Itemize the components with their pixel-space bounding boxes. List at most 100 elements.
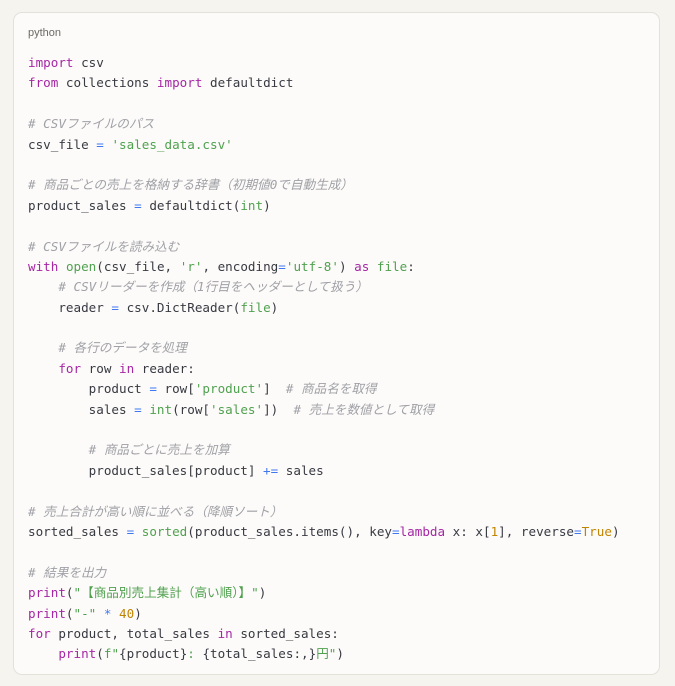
code-block: python import csv from collections import… (13, 12, 660, 675)
code-token: row (81, 360, 120, 376)
code-token: lambda (399, 523, 446, 539)
code-token: print (28, 585, 66, 601)
code-token: = (149, 381, 157, 397)
code-line (28, 94, 620, 114)
code-token: in (217, 625, 233, 641)
code-token: defaultdict( (141, 197, 241, 213)
code-token: sorted_sales: (232, 625, 339, 641)
code-token: 'sales_data.csv' (111, 136, 233, 152)
code-token: 'sales' (210, 401, 264, 417)
code-language-label: python (28, 27, 62, 39)
code-token: product_sales[product] (28, 462, 264, 478)
code-line: # 売上合計が高い順に並べる（降順ソート） (28, 502, 620, 522)
code-line: import csv (28, 53, 620, 73)
code-token: import (156, 75, 203, 91)
code-token: 円" (316, 646, 337, 662)
code-token (28, 279, 58, 294)
code-token: product_sales (28, 197, 135, 213)
code-line (28, 216, 620, 236)
code-token: = (134, 401, 142, 417)
code-token: sorted (141, 523, 188, 539)
code-comment: # CSVリーダーを作成（1行目をヘッダーとして扱う） (58, 279, 368, 295)
code-token: ( (65, 605, 74, 621)
code-token: for (28, 625, 51, 641)
code-token (28, 340, 58, 355)
code-comment: # 結果を出力 (28, 564, 107, 580)
code-line: for product, total_sales in sorted_sales… (28, 624, 620, 644)
code-token: ], reverse (498, 523, 574, 539)
code-token: 1 (490, 523, 499, 539)
code-token: in (119, 360, 135, 376)
code-token: = (96, 136, 104, 152)
code-token: ] (263, 381, 286, 397)
code-token: ( (96, 646, 104, 662)
code-line (28, 155, 620, 175)
code-token: defaultdict (202, 75, 294, 91)
code-token: ]) (263, 401, 294, 417)
code-token: as (354, 258, 370, 274)
code-token: = (134, 197, 142, 213)
code-token: "【商品別売上集計（高い順）】" (73, 585, 259, 601)
code-token: reader: (134, 360, 195, 376)
code-token: import (28, 55, 74, 70)
code-line: sales = int(row['sales']) # 売上を数値として取得 (28, 400, 620, 420)
code-comment: # 各行のデータを処理 (58, 340, 187, 356)
code-token: with (28, 258, 59, 274)
code-line: product = row['product'] # 商品名を取得 (28, 379, 620, 399)
code-token: int (149, 401, 173, 417)
code-token: = (111, 299, 119, 315)
code-line: sorted_sales = sorted(product_sales.item… (28, 522, 620, 542)
code-token: : (187, 646, 203, 662)
code-line: csv_file = 'sales_data.csv' (28, 135, 620, 155)
code-token: open (65, 258, 97, 274)
code-token: (row[ (172, 401, 211, 417)
code-comment: # 商品ごとの売上を格納する辞書（初期値0で自動生成） (28, 177, 353, 193)
code-token: "-" (73, 605, 97, 621)
code-token: row[ (156, 381, 195, 397)
code-line: print("-" * 40) (28, 604, 620, 624)
code-token (58, 259, 66, 274)
code-line (28, 542, 620, 562)
code-token: ) (263, 197, 271, 213)
code-token: {total_sales:,} (202, 646, 317, 662)
code-token: print (28, 605, 66, 621)
code-line (28, 481, 620, 501)
code-token: int (240, 197, 264, 213)
code-content: import csv from collections import defaul… (28, 53, 620, 665)
code-token: csv.DictReader( (119, 299, 241, 315)
code-token (134, 524, 142, 539)
code-line: # 結果を出力 (28, 563, 620, 583)
code-line: reader = csv.DictReader(file) (28, 298, 620, 318)
code-token: x: x[ (445, 523, 491, 539)
code-token (28, 646, 58, 661)
code-token: file (376, 258, 408, 274)
code-line (28, 420, 620, 440)
code-token: , encoding (202, 258, 279, 274)
code-token: (csv_file, (96, 258, 180, 274)
code-token (111, 606, 119, 621)
code-token: file (240, 299, 271, 315)
code-token (28, 442, 89, 457)
code-token: 'r' (179, 258, 203, 274)
code-token: * (103, 605, 112, 621)
code-token (28, 361, 58, 376)
code-token: for (58, 360, 82, 376)
code-token: print (58, 646, 97, 662)
code-token: sorted_sales (28, 523, 127, 539)
code-token: ( (65, 585, 74, 601)
code-token: csv_file (28, 136, 97, 152)
code-token: = (391, 523, 400, 539)
code-line: # CSVリーダーを作成（1行目をヘッダーとして扱う） (28, 277, 620, 297)
code-token: {product} (119, 646, 188, 662)
code-token: = (278, 258, 286, 274)
code-token: 'product' (194, 381, 264, 397)
code-token (96, 606, 104, 621)
code-token: from (28, 75, 59, 91)
code-token: collections (58, 75, 157, 91)
code-token: 'utf-8' (285, 258, 339, 274)
code-line: for row in reader: (28, 359, 620, 379)
code-line: product_sales = defaultdict(int) (28, 196, 620, 216)
code-token (369, 259, 377, 274)
code-comment: # CSVファイルのパス (28, 116, 155, 132)
code-line: # 商品ごとの売上を格納する辞書（初期値0で自動生成） (28, 175, 620, 195)
